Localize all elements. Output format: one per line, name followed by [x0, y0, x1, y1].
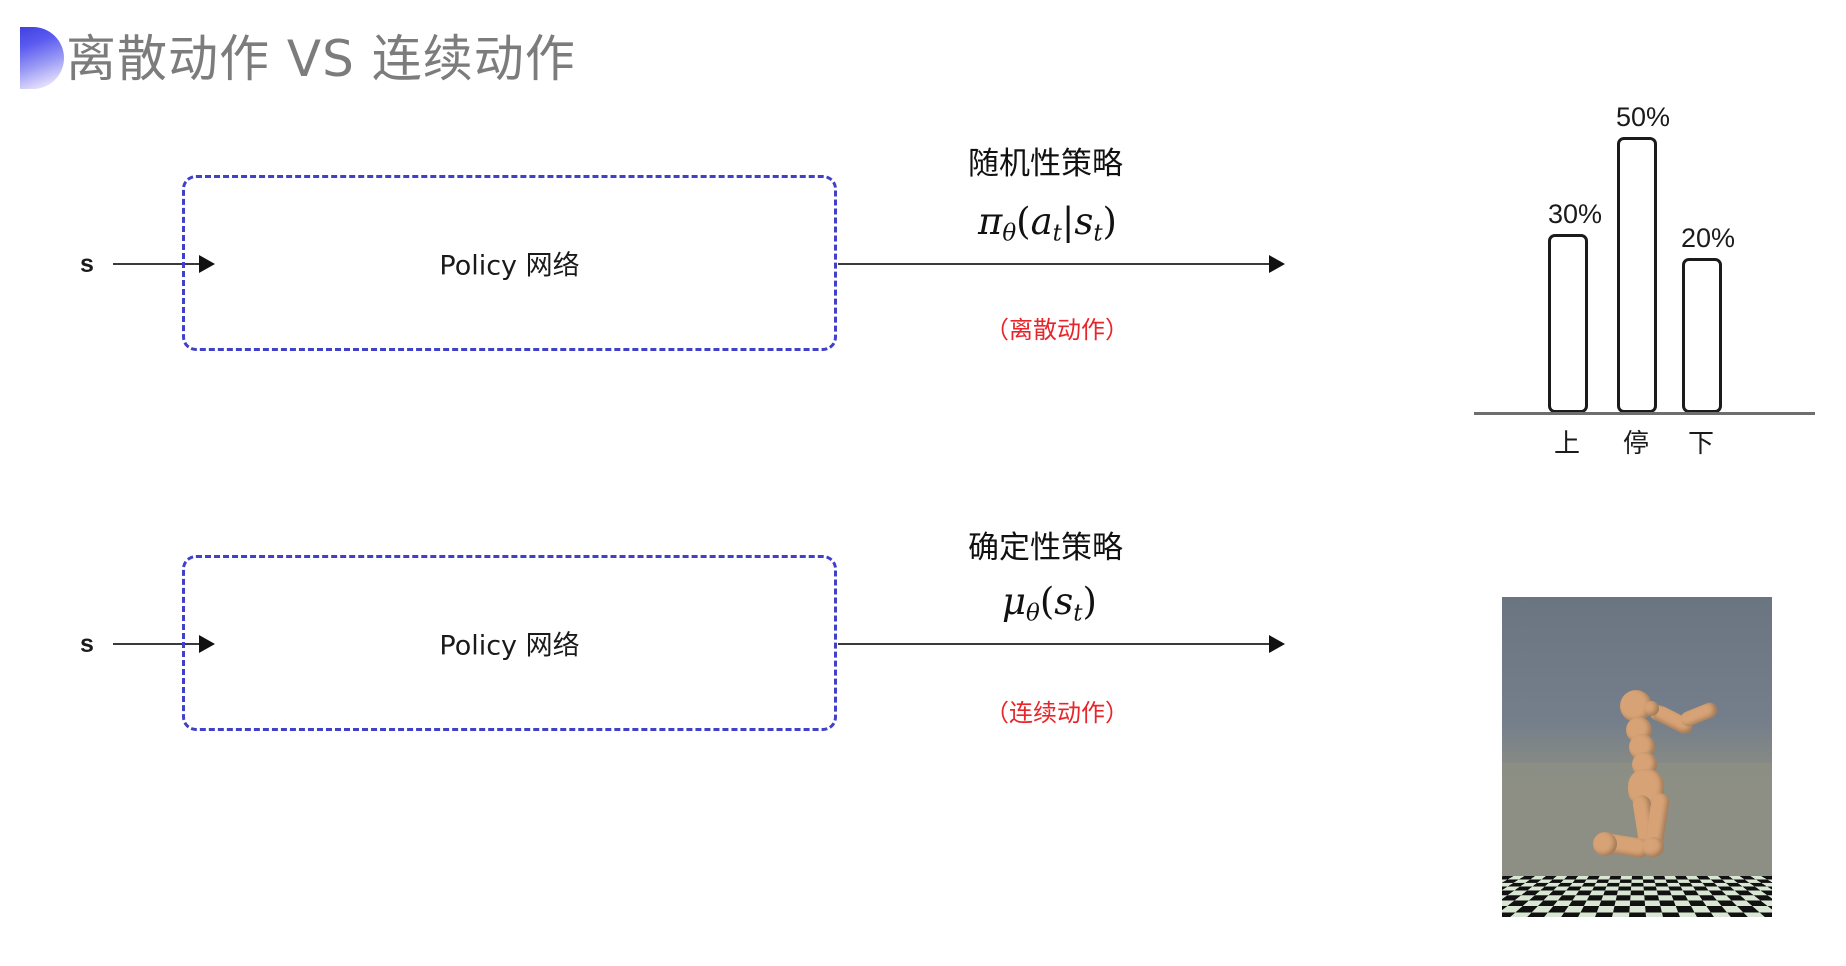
humanoid-foot-left — [1593, 832, 1617, 856]
formula-arg1: a — [1030, 200, 1053, 243]
formula-close-paren: ) — [1082, 580, 1097, 623]
formula-theta: θ — [1002, 220, 1017, 247]
sim-checkerboard-floor — [1502, 876, 1772, 917]
output-arrow-line-continuous — [838, 643, 1272, 645]
bar-value-label-2: 20% — [1681, 223, 1736, 253]
output-arrow-head-continuous — [1269, 635, 1285, 653]
input-state-label-discrete: s — [80, 250, 94, 278]
input-state-label-continuous: s — [80, 630, 94, 658]
bar-value-label-1: 50% — [1616, 102, 1671, 132]
humanoid-hand — [1644, 701, 1659, 716]
bar-category-label-1: 停 — [1623, 429, 1650, 459]
action-type-note-continuous: （连续动作） — [985, 699, 1129, 727]
chart-baseline-axis — [1474, 412, 1815, 415]
bar-value-label-0: 30% — [1548, 199, 1603, 229]
input-arrow-line-discrete — [113, 263, 201, 265]
bar-category-label-2: 下 — [1688, 429, 1715, 459]
bar-0[interactable] — [1548, 234, 1588, 413]
policy-network-label-continuous: Policy 网络 — [439, 630, 580, 662]
title-decoration-icon — [6, 27, 64, 89]
humanoid-simulation-image — [1502, 597, 1772, 917]
policy-formula-discrete: πθ(at|st) — [978, 200, 1117, 246]
policy-network-label-discrete: Policy 网络 — [439, 250, 580, 282]
formula-open-paren: ( — [1016, 200, 1031, 243]
formula-fn: μ — [1002, 580, 1027, 623]
policy-type-label-continuous: 确定性策略 — [968, 530, 1123, 566]
bar-2[interactable] — [1682, 258, 1722, 413]
policy-type-label-discrete: 随机性策略 — [968, 146, 1123, 182]
input-arrow-line-continuous — [113, 643, 201, 645]
page-title: 离散动作 VS 连续动作 — [66, 30, 576, 88]
formula-arg1-sub: t — [1073, 600, 1083, 627]
formula-open-paren: ( — [1039, 580, 1055, 623]
formula-arg1-sub: t — [1052, 220, 1062, 247]
action-probability-bar-chart: 30% 50% 20% 上 停 下 — [1470, 95, 1830, 459]
policy-network-box-continuous[interactable]: Policy 网络 — [182, 555, 837, 731]
output-arrow-head-discrete — [1269, 255, 1285, 273]
bar-category-label-0: 上 — [1554, 429, 1581, 459]
bar-1[interactable] — [1617, 137, 1657, 413]
formula-arg2: s — [1074, 200, 1094, 243]
formula-arg1: s — [1054, 580, 1074, 623]
formula-bar: | — [1061, 200, 1075, 243]
formula-theta: θ — [1026, 600, 1040, 627]
formula-fn: π — [978, 200, 1003, 243]
input-arrow-head-continuous — [199, 635, 215, 653]
formula-arg2-sub: t — [1093, 220, 1103, 247]
policy-network-box-discrete[interactable]: Policy 网络 — [182, 175, 837, 351]
action-type-note-discrete: （离散动作） — [985, 316, 1129, 344]
formula-close-paren: ) — [1102, 200, 1117, 243]
humanoid-knee-right — [1642, 837, 1664, 857]
input-arrow-head-discrete — [199, 255, 215, 273]
output-arrow-line-discrete — [838, 263, 1272, 265]
policy-formula-continuous: μθ(st) — [1002, 580, 1097, 626]
